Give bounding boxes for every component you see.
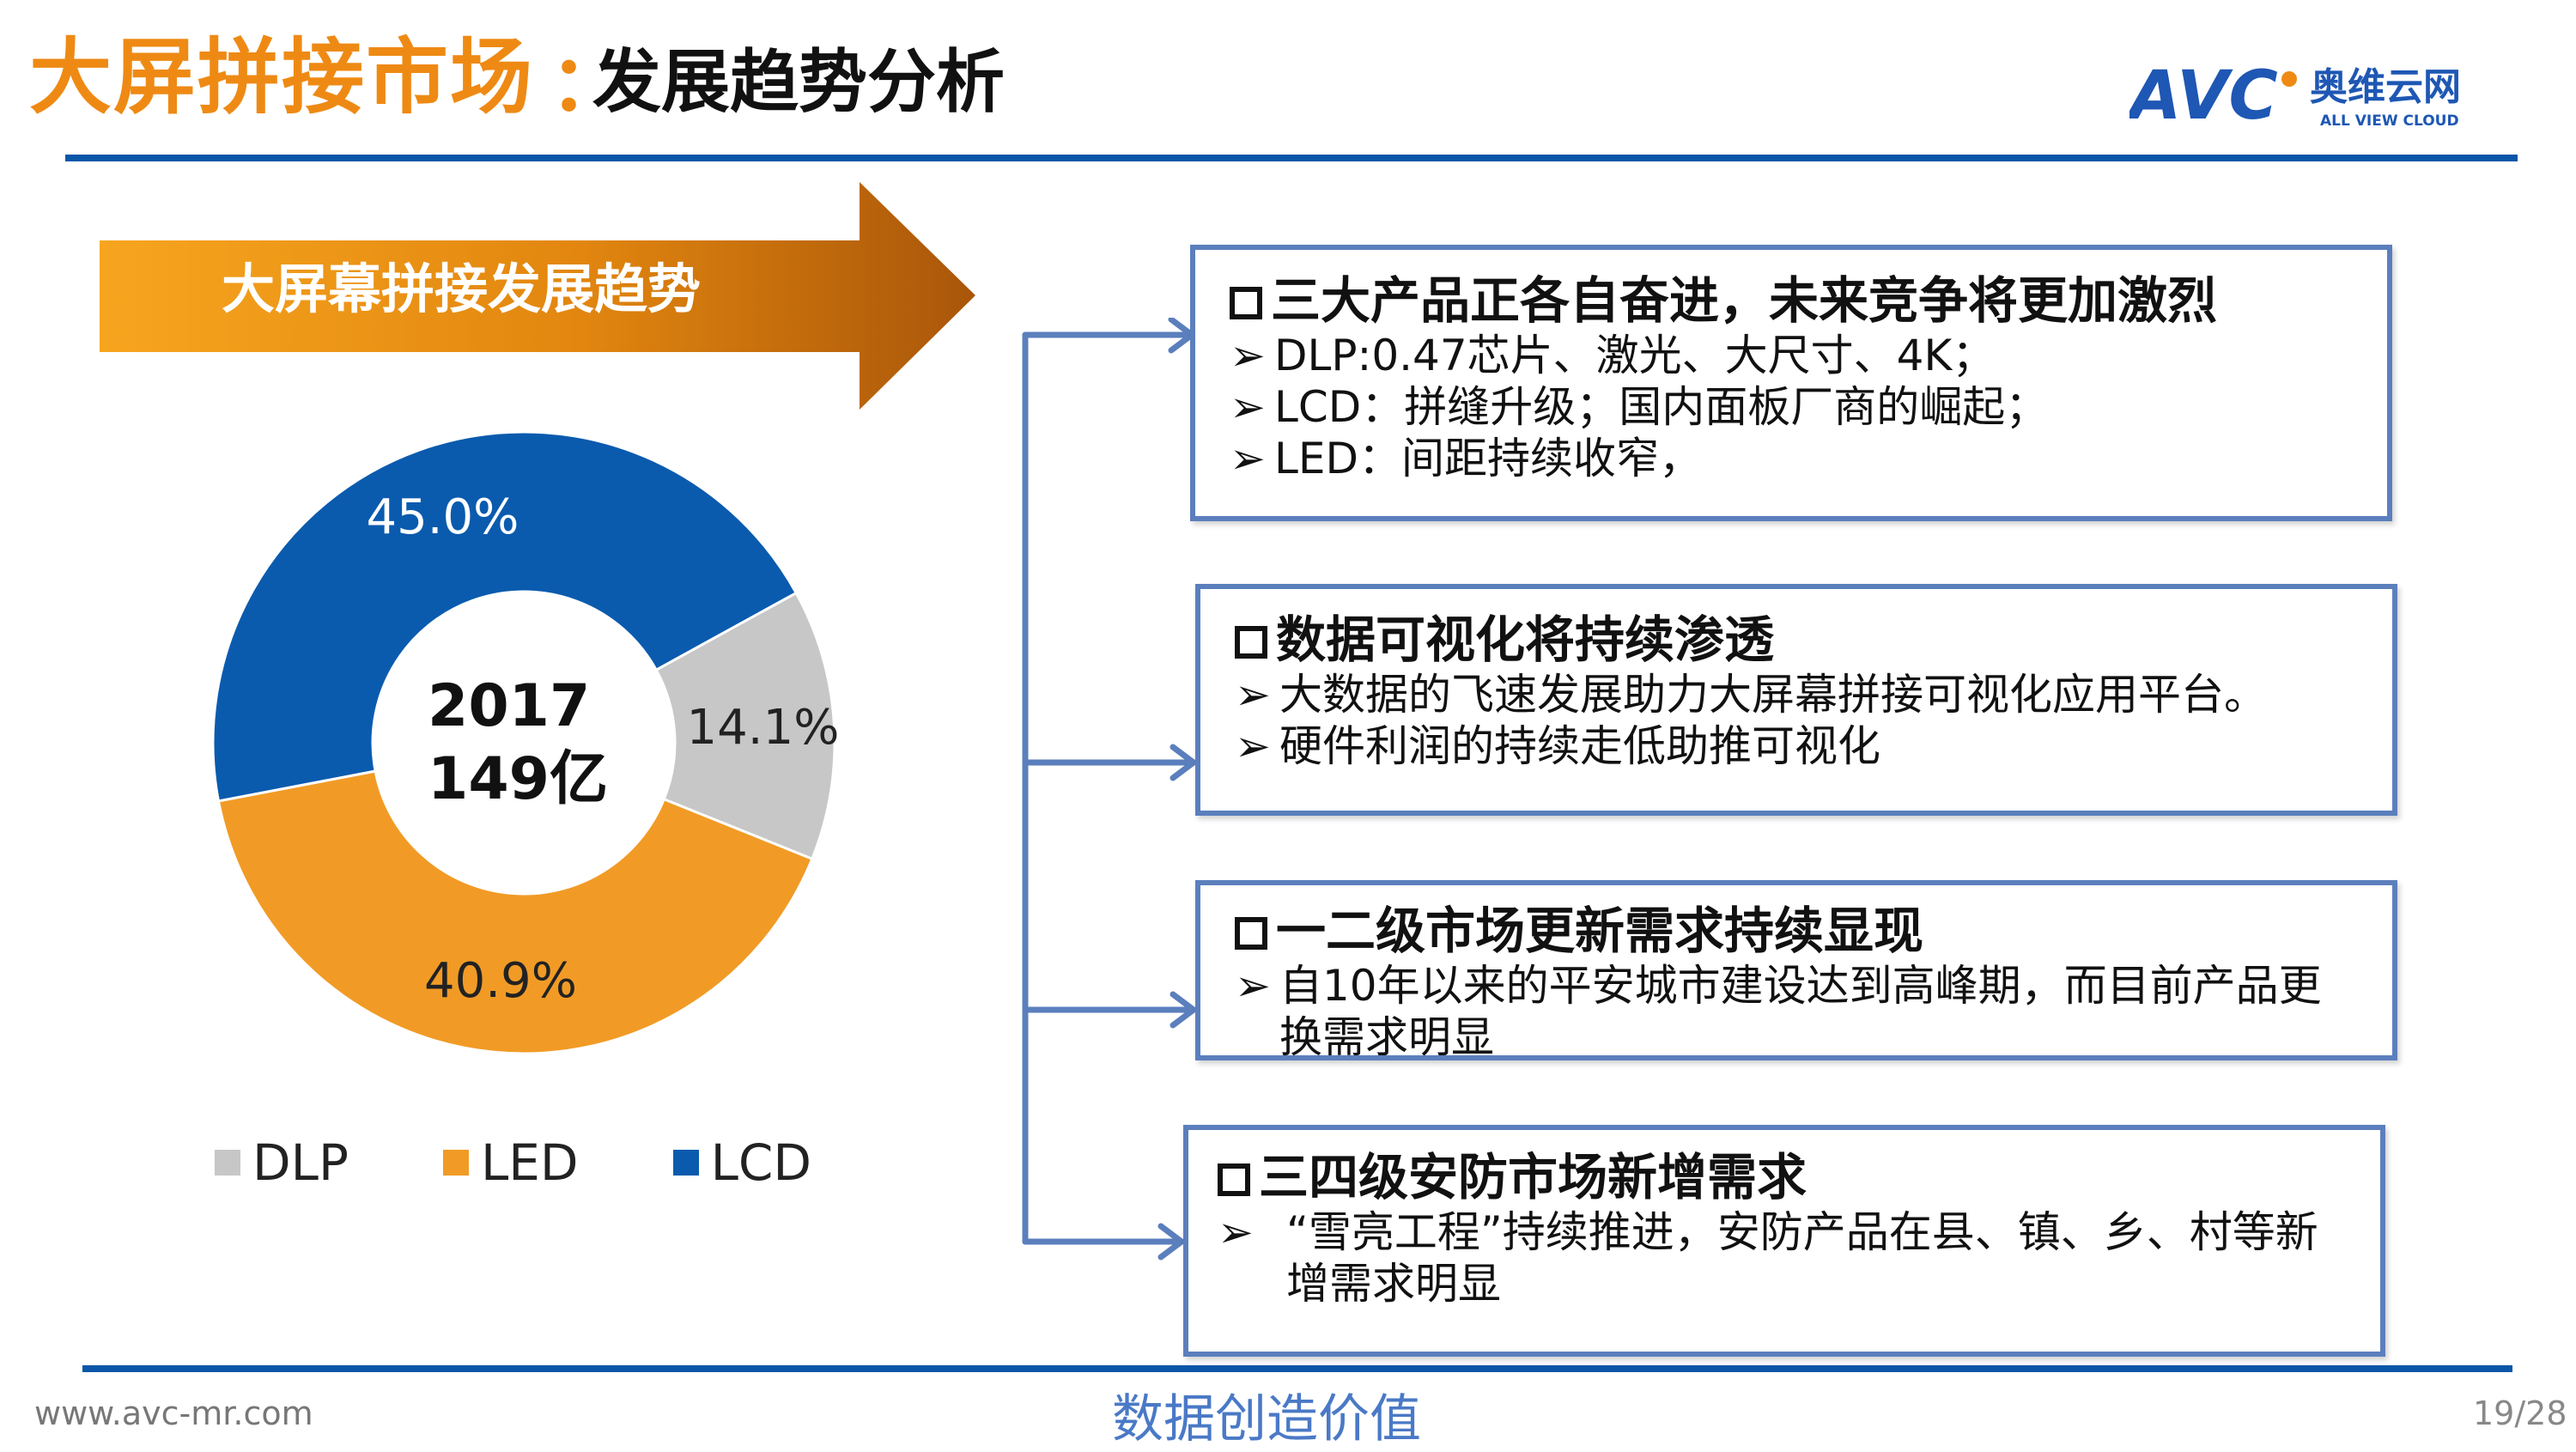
legend-item-led: LED (442, 1133, 579, 1192)
slice-label-led: 40.9% (424, 952, 577, 1009)
legend-item-lcd: LCD (672, 1133, 812, 1192)
arrow-bullet-icon: ➢ (1218, 1206, 1254, 1257)
trend-box-4: 三四级安防市场新增需求 ➢“雪亮工程”持续推进，安防产品在县、镇、乡、村等新增需… (1183, 1125, 2385, 1357)
page-title: 大屏拼接市场 (29, 29, 534, 125)
legend-label-lcd: LCD (710, 1133, 812, 1192)
bracket-connector (1022, 318, 1197, 1261)
trend-box-1: 三大产品正各自奋进，未来竞争将更加激烈 ➢DLP:0.47芯片、激光、大尺寸、4… (1190, 245, 2392, 521)
trend-box-1-title: 三大产品正各自奋进，未来竞争将更加激烈 (1230, 272, 2353, 330)
trend-box-4-item-1: ➢“雪亮工程”持续推进，安防产品在县、镇、乡、村等新增需求明显 (1218, 1206, 2318, 1309)
trend-banner-arrow (100, 182, 975, 410)
checkbox-square-icon (1230, 287, 1262, 319)
arrow-bullet-icon: ➢ (1235, 669, 1271, 720)
logo-letters: AVC (2129, 62, 2278, 131)
legend-item-dlp: DLP (215, 1133, 349, 1192)
footer-slogan: 数据创造价值 (1112, 1389, 1421, 1449)
legend-label-led: LED (480, 1133, 579, 1192)
avc-logo: AVC 奥维云网 ALL VIEW CLOUD (2129, 62, 2461, 131)
slice-label-lcd: 45.0% (366, 489, 519, 545)
checkbox-square-icon (1218, 1163, 1250, 1196)
title-colon: ： (550, 39, 627, 129)
legend-swatch-lcd (672, 1150, 699, 1176)
center-year: 2017 (428, 672, 591, 740)
donut-slice-dlp (654, 591, 836, 861)
arrow-bullet-icon: ➢ (1235, 960, 1271, 1011)
header-divider (65, 155, 2518, 161)
logo-dot-icon (2281, 71, 2297, 87)
market-share-donut-chart (211, 430, 836, 1055)
chart-legend: DLP LED LCD (215, 1133, 811, 1192)
arrow-bullet-icon: ➢ (1230, 381, 1266, 432)
donut-slice-lcd (211, 430, 799, 803)
page-subtitle: 发展趋势分析 (592, 42, 1005, 122)
center-total: 149亿 (428, 745, 608, 813)
footer-divider (82, 1365, 2512, 1372)
trend-box-1-item-2: ➢LCD：拼缝升级；国内面板厂商的崛起； (1230, 381, 2049, 432)
arrow-bullet-icon: ➢ (1230, 433, 1266, 483)
trend-box-3: 一二级市场更新需求持续显现 ➢自10年以来的平安城市建设达到高峰期，而目前产品更… (1195, 880, 2397, 1060)
trend-box-2-item-2: ➢硬件利润的持续走低助推可视化 (1235, 720, 1880, 771)
donut-slice-led (216, 769, 814, 1055)
donut-center-label: 2017 149亿 (428, 670, 608, 816)
page-number: 19/28 (2473, 1394, 2567, 1432)
trend-box-2-item-1: ➢大数据的飞速发展助力大屏幕拼接可视化应用平台。 (1235, 669, 2267, 720)
arrow-bullet-icon: ➢ (1235, 720, 1271, 771)
trend-box-2-title: 数据可视化将持续渗透 (1235, 611, 2358, 669)
trend-box-3-title: 一二级市场更新需求持续显现 (1235, 902, 2358, 960)
checkbox-square-icon (1235, 917, 1267, 950)
trend-box-1-item-1: ➢DLP:0.47芯片、激光、大尺寸、4K； (1230, 330, 1996, 380)
legend-swatch-led (442, 1150, 469, 1176)
trend-box-4-title: 三四级安防市场新增需求 (1218, 1149, 2351, 1206)
arrow-bullet-icon: ➢ (1230, 330, 1266, 380)
legend-swatch-dlp (215, 1150, 240, 1176)
footer-url: www.avc-mr.com (34, 1394, 313, 1432)
trend-box-1-item-3: ➢LED：间距持续收窄， (1230, 433, 1702, 483)
logo-en: ALL VIEW CLOUD (2320, 112, 2459, 130)
banner-label: 大屏幕拼接发展趋势 (222, 258, 702, 320)
legend-label-dlp: DLP (252, 1133, 349, 1192)
trend-box-2: 数据可视化将持续渗透 ➢大数据的飞速发展助力大屏幕拼接可视化应用平台。 ➢硬件利… (1195, 584, 2397, 816)
logo-cn: 奥维云网 (2310, 65, 2461, 109)
slice-label-dlp: 14.1% (686, 700, 840, 756)
trend-box-3-item-1: ➢自10年以来的平安城市建设达到高峰期，而目前产品更换需求明显 (1235, 960, 2358, 1055)
checkbox-square-icon (1235, 626, 1267, 659)
